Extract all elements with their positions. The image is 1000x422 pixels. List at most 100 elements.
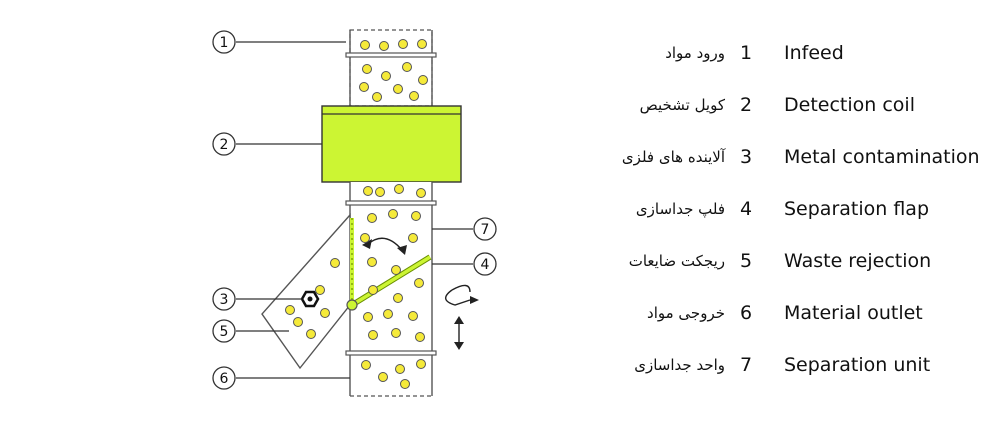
particle [359,82,369,92]
legend-english: Waste rejection [784,250,932,272]
callout-5: 5 [212,319,236,343]
legend-persian: واحد جداسازی [634,356,725,374]
metal-contamination-core [307,296,313,302]
callout-3-label: 3 [220,292,229,308]
legend-row: خروجی مواد 6 Material outlet [560,298,990,350]
callout-4-label: 4 [481,257,490,273]
vertical-arrow-up [454,316,464,324]
legend-row: آلاینده های فلزی 3 Metal contamination [560,142,990,194]
particle [367,257,377,267]
particle [416,188,426,198]
particle [360,40,370,50]
legend-number: 2 [740,94,753,116]
detection-coil [321,105,462,183]
legend-number: 3 [740,146,753,168]
callout-3: 3 [212,287,236,311]
particle [315,285,325,295]
particle [367,213,377,223]
callout-2-label: 2 [220,137,229,153]
legend-english: Detection coil [784,94,915,116]
legend-english: Material outlet [784,302,923,324]
legend-row: ورود مواد 1 Infeed [560,38,990,90]
particle [417,39,427,49]
callout-5-label: 5 [220,324,229,340]
particle [416,359,426,369]
legend-number: 6 [740,302,753,324]
rotation-arrow [445,289,471,306]
particle [372,92,382,102]
particle [402,62,412,72]
particle [409,91,419,101]
legend-row: ریجکت ضایعات 5 Waste rejection [560,246,990,298]
flange-bottom [345,350,437,356]
legend-persian: ریجکت ضایعات [628,252,725,270]
particle [394,184,404,194]
callout-1: 1 [212,30,236,54]
legend-persian: آلاینده های فلزی [621,148,725,166]
particle [391,328,401,338]
legend-persian: ورود مواد [665,44,725,62]
particle [379,41,389,51]
legend-number: 5 [740,250,753,272]
flap-arrow-head-left [362,239,372,249]
separation-flap-fill [351,255,431,307]
rotation-arrow-head [470,296,479,304]
particle [285,305,295,315]
particle [330,258,340,268]
particle [381,71,391,81]
legend-english: Separation unit [784,354,931,376]
particle [363,312,373,322]
callout-1-label: 1 [220,35,229,51]
callout-6: 6 [212,366,236,390]
particle [391,265,401,275]
callout-6-label: 6 [220,371,229,387]
legend-english: Infeed [784,42,844,64]
callout-2: 2 [212,132,236,156]
legend-row: واحد جداسازی 7 Separation unit [560,350,990,402]
particle [293,317,303,327]
particle [363,186,373,196]
particle [383,309,393,319]
particle [415,332,425,342]
particle [320,308,330,318]
vertical-arrow-down [454,342,464,350]
particle [395,364,405,374]
particles [285,39,428,389]
legend-row: کویل تشخیص 2 Detection coil [560,90,990,142]
particle [408,311,418,321]
legend-persian: کویل تشخیص [639,96,725,114]
particle [361,360,371,370]
particle [408,233,418,243]
legend-persian: فلپ جداسازی [635,200,725,218]
legend-persian: خروجی مواد [647,304,725,322]
legend-row: فلپ جداسازی 4 Separation flap [560,194,990,246]
separator-diagram: 1 2 3 4 5 6 7 [212,29,497,397]
particle [398,39,408,49]
particle [400,379,410,389]
flap-pivot [346,299,358,311]
particle [368,330,378,340]
callout-4: 4 [473,252,497,276]
particle [414,278,424,288]
particle [388,209,398,219]
particle [306,329,316,339]
particle [375,187,385,197]
flange-middle [345,200,437,206]
callout-7-label: 7 [481,222,490,238]
legend-number: 4 [740,198,753,220]
flange-top [345,52,437,58]
flap-arrow-head-right [397,245,407,255]
particle [362,64,372,74]
callout-7: 7 [473,217,497,241]
rotation-arrow-top [451,284,471,293]
legend: ورود مواد 1 Infeed کویل تشخیص 2 Detectio… [560,38,990,402]
particle [411,211,421,221]
particle [393,84,403,94]
particle [393,293,403,303]
legend-number: 7 [740,354,753,376]
particle [418,75,428,85]
legend-number: 1 [740,42,753,64]
legend-english: Separation flap [784,198,930,220]
legend-english: Metal contamination [784,146,980,168]
particle [360,233,370,243]
